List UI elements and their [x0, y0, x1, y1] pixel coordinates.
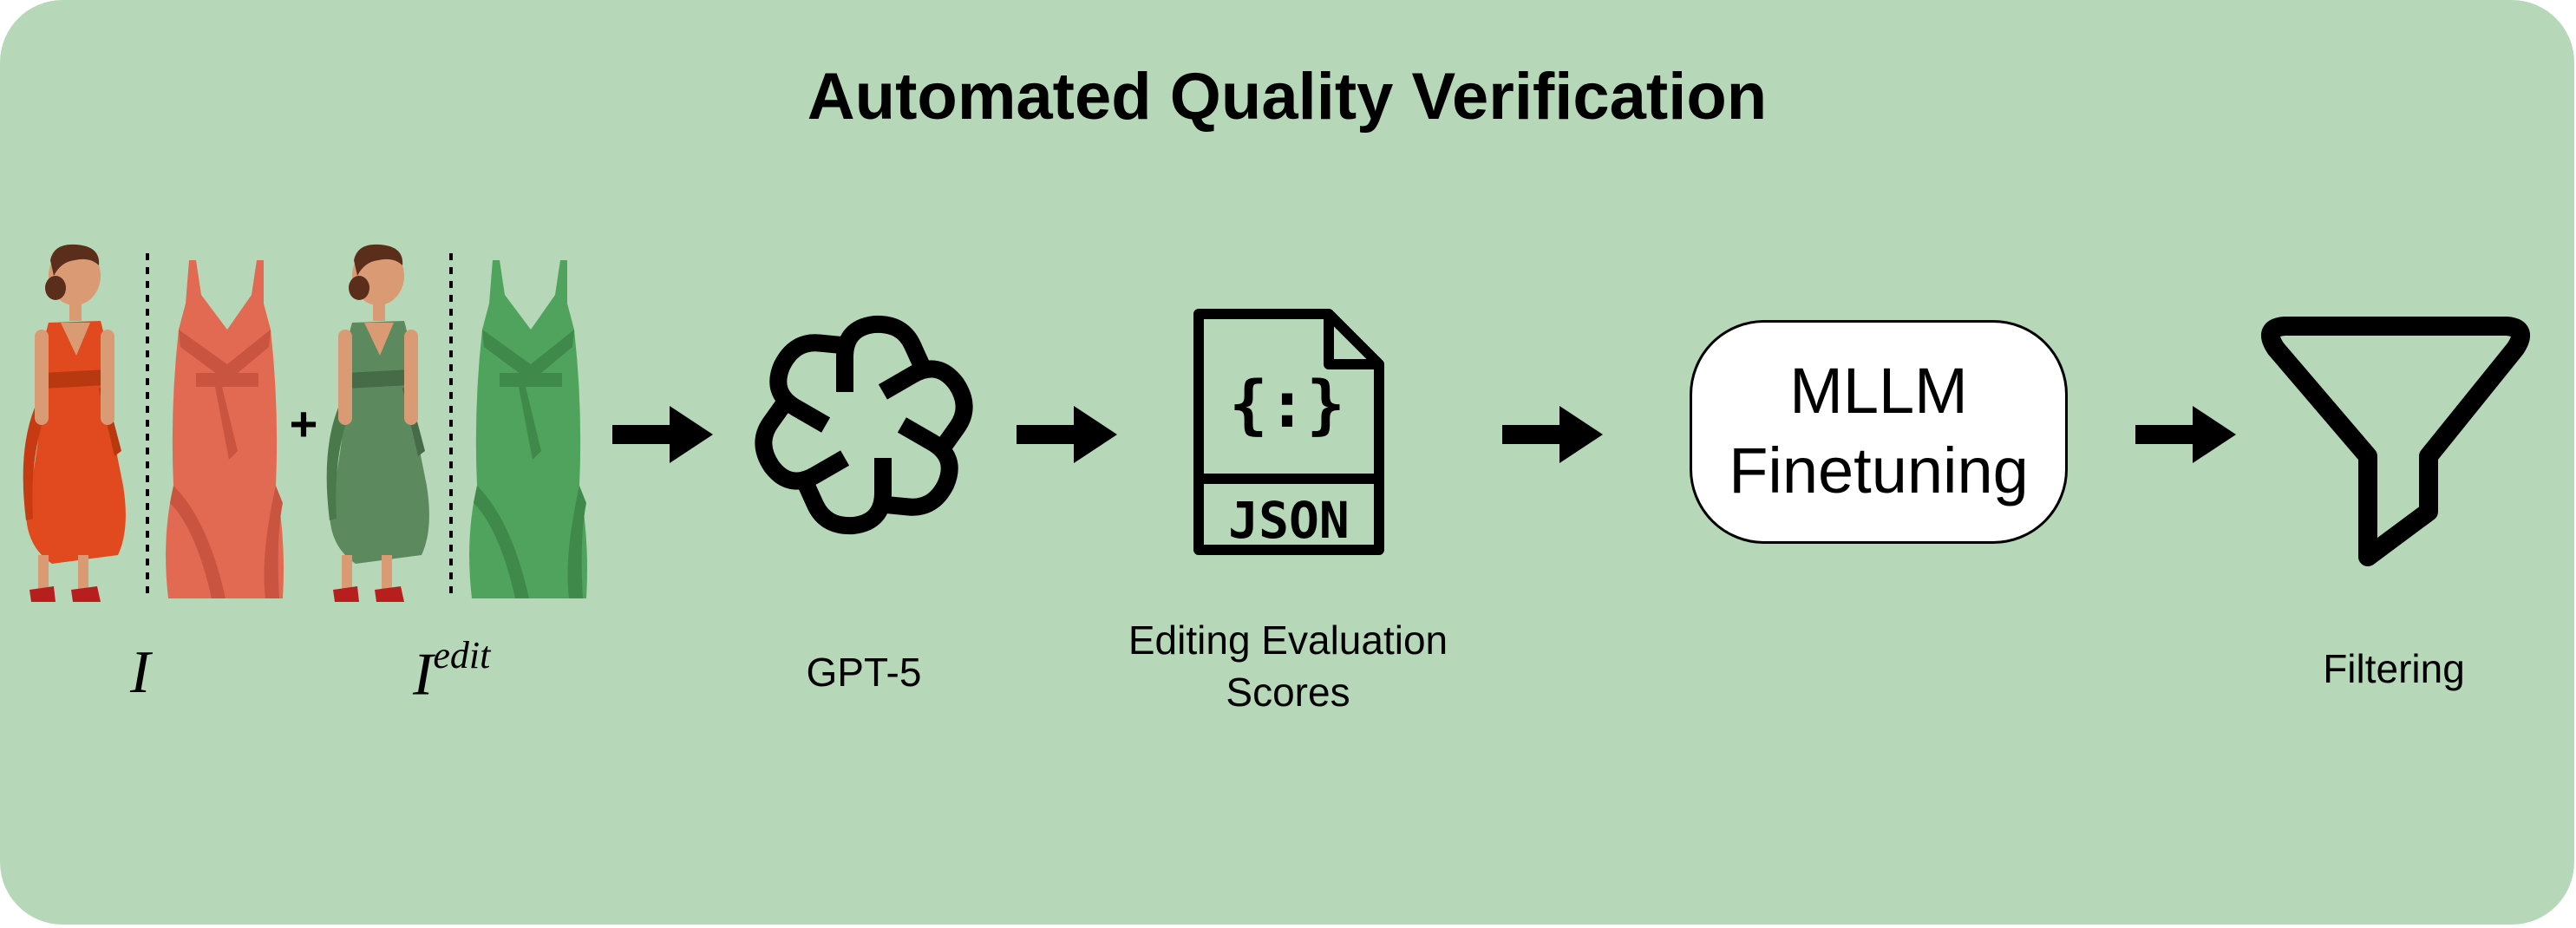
- arrow-icon: [2135, 406, 2236, 463]
- arrow-icon: [612, 406, 713, 463]
- edited-image-label: I: [413, 641, 434, 709]
- edited-model-figure: [326, 244, 429, 602]
- evaluation-scores-line-2: Scores: [1226, 670, 1350, 715]
- original-image-symbol: I: [130, 638, 150, 708]
- funnel-icon: [2261, 317, 2530, 566]
- mllm-finetuning-line-1: MLLM: [1789, 355, 1968, 427]
- mllm-finetuning-label: MLLM Finetuning: [1690, 351, 2068, 511]
- gpt-label: GPT-5: [806, 650, 922, 695]
- edited-image-superscript: edit: [433, 634, 491, 676]
- original-image-label: I: [130, 639, 151, 706]
- mllm-finetuning-box: [1690, 320, 2068, 544]
- openai-logo-icon: [755, 315, 973, 535]
- json-file-icon: {:} JSON: [1193, 309, 1384, 555]
- evaluation-scores-label: Editing Evaluation Scores: [1067, 614, 1509, 718]
- edited-flat-dress: [469, 260, 587, 598]
- arrow-icon: [1502, 406, 1603, 463]
- diagram-title: Automated Quality Verification: [807, 60, 1768, 134]
- evaluation-scores-line-1: Editing Evaluation: [1128, 618, 1448, 663]
- mllm-finetuning-line-2: Finetuning: [1729, 435, 2029, 506]
- arrow-icon: [1017, 406, 1117, 463]
- json-braces-text: {:}: [1229, 368, 1345, 442]
- json-word-text: JSON: [1228, 491, 1350, 550]
- edited-image-symbol: Iedit: [413, 634, 490, 709]
- original-model-figure: [23, 244, 126, 602]
- filtering-label: Filtering: [2323, 646, 2465, 691]
- original-flat-dress: [166, 260, 284, 598]
- plus-sign: +: [290, 396, 318, 451]
